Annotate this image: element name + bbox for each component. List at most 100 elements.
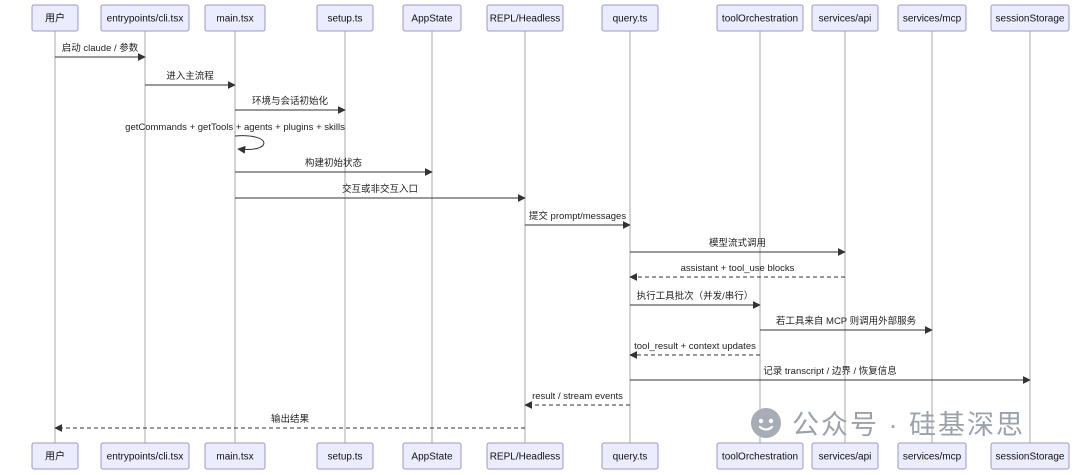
participant-bottom-api: services/api: [811, 442, 879, 470]
message-label: 输出结果: [271, 413, 310, 425]
participant-label: entrypoints/cli.tsx: [107, 452, 184, 463]
participant-box: [601, 4, 659, 32]
message-8: 模型流式调用: [630, 237, 846, 256]
participant-label: 用户: [45, 450, 65, 463]
participant-box: [716, 442, 804, 470]
participant-bottom-session: sessionStorage: [990, 442, 1070, 470]
message-3: 环境与会话初始化: [235, 95, 346, 114]
participant-label: query.ts: [613, 452, 648, 463]
participant-box: [31, 442, 79, 470]
participant-top-setup: setup.ts: [316, 4, 374, 32]
participant-label: sessionStorage: [996, 452, 1065, 463]
participant-label: entrypoints/cli.tsx: [107, 14, 184, 25]
message-14: result / stream events: [524, 391, 630, 409]
participant-box: [100, 4, 190, 32]
message-label: 记录 transcript / 边界 / 恢复信息: [763, 365, 897, 377]
participant-top-main: main.tsx: [204, 4, 266, 32]
message-4: getCommands + getTools + agents + plugin…: [125, 122, 345, 154]
message-label: assistant + tool_use blocks: [681, 263, 795, 274]
participant-box: [402, 442, 462, 470]
participant-label: 用户: [45, 12, 65, 25]
participant-top-cli: entrypoints/cli.tsx: [100, 4, 190, 32]
participant-box: [601, 442, 659, 470]
participant-box: [897, 4, 967, 32]
participant-box: [316, 442, 374, 470]
participant-label: query.ts: [613, 14, 648, 25]
message-label: 进入主流程: [166, 70, 214, 82]
message-label: result / stream events: [532, 391, 623, 402]
message-label: 提交 prompt/messages: [529, 210, 626, 222]
participant-box: [204, 442, 266, 470]
message-label: 启动 claude / 参数: [62, 42, 139, 54]
message-9: assistant + tool_use blocks: [629, 263, 845, 281]
message-label: tool_result + context updates: [634, 341, 756, 352]
message-1: 启动 claude / 参数: [55, 42, 146, 61]
self-message-arrow: [234, 135, 265, 154]
participant-box: [486, 442, 564, 470]
participant-box: [811, 442, 879, 470]
participant-label: services/api: [819, 14, 872, 25]
message-11: 若工具来自 MCP 则调用外部服务: [760, 315, 933, 334]
participant-bottom-query: query.ts: [601, 442, 659, 470]
message-6: 交互或非交互入口: [235, 183, 526, 202]
participant-label: REPL/Headless: [490, 14, 561, 25]
participant-label: toolOrchestration: [722, 14, 798, 25]
participant-box: [990, 442, 1070, 470]
participant-box: [316, 4, 374, 32]
participant-box: [100, 442, 190, 470]
participant-bottom-repl: REPL/Headless: [486, 442, 564, 470]
message-label: 构建初始状态: [305, 157, 363, 169]
participant-label: main.tsx: [216, 452, 253, 463]
participant-top-api: services/api: [811, 4, 879, 32]
participant-top-query: query.ts: [601, 4, 659, 32]
message-7: 提交 prompt/messages: [525, 210, 631, 229]
message-label: 执行工具批次（并发/串行）: [637, 290, 754, 302]
watermark-text: 公众号 · 硅基深思: [792, 410, 1025, 440]
participant-label: setup.ts: [327, 452, 362, 463]
participant-top-session: sessionStorage: [990, 4, 1070, 32]
participant-label: services/api: [819, 452, 872, 463]
participant-label: AppState: [411, 452, 453, 463]
participant-bottom-mcp: services/mcp: [897, 442, 967, 470]
participant-top-appstate: AppState: [402, 4, 462, 32]
participant-label: toolOrchestration: [722, 452, 798, 463]
message-15: 输出结果: [54, 413, 525, 432]
participant-label: services/mcp: [903, 14, 962, 25]
participant-label: services/mcp: [903, 452, 962, 463]
participant-bottom-setup: setup.ts: [316, 442, 374, 470]
participant-box: [204, 4, 266, 32]
participant-top-mcp: services/mcp: [897, 4, 967, 32]
message-label: 模型流式调用: [709, 237, 766, 249]
message-2: 进入主流程: [145, 70, 236, 89]
official-account-face-icon: [750, 407, 782, 439]
participant-label: setup.ts: [327, 14, 362, 25]
participant-top-tool: toolOrchestration: [716, 4, 804, 32]
participant-bottom-tool: toolOrchestration: [716, 442, 804, 470]
participant-box: [990, 4, 1070, 32]
participant-top-repl: REPL/Headless: [486, 4, 564, 32]
participant-box: [31, 4, 79, 32]
message-12: tool_result + context updates: [629, 341, 760, 359]
message-label: getCommands + getTools + agents + plugin…: [125, 122, 345, 133]
participant-label: main.tsx: [216, 14, 253, 25]
watermark: 公众号 · 硅基深思: [750, 403, 1025, 442]
participant-label: REPL/Headless: [490, 452, 561, 463]
message-5: 构建初始状态: [235, 157, 433, 176]
participant-box: [402, 4, 462, 32]
message-label: 交互或非交互入口: [342, 183, 418, 195]
participant-label: sessionStorage: [996, 14, 1065, 25]
participant-box: [897, 442, 967, 470]
message-13: 记录 transcript / 边界 / 恢复信息: [630, 365, 1031, 384]
participant-top-user: 用户: [31, 4, 79, 32]
participant-box: [716, 4, 804, 32]
participant-bottom-appstate: AppState: [402, 442, 462, 470]
participant-bottom-user: 用户: [31, 442, 79, 470]
message-label: 若工具来自 MCP 则调用外部服务: [776, 315, 917, 327]
message-label: 环境与会话初始化: [252, 95, 329, 107]
participant-bottom-cli: entrypoints/cli.tsx: [100, 442, 190, 470]
participant-label: AppState: [411, 14, 453, 25]
participant-box: [486, 4, 564, 32]
message-10: 执行工具批次（并发/串行）: [630, 290, 761, 309]
